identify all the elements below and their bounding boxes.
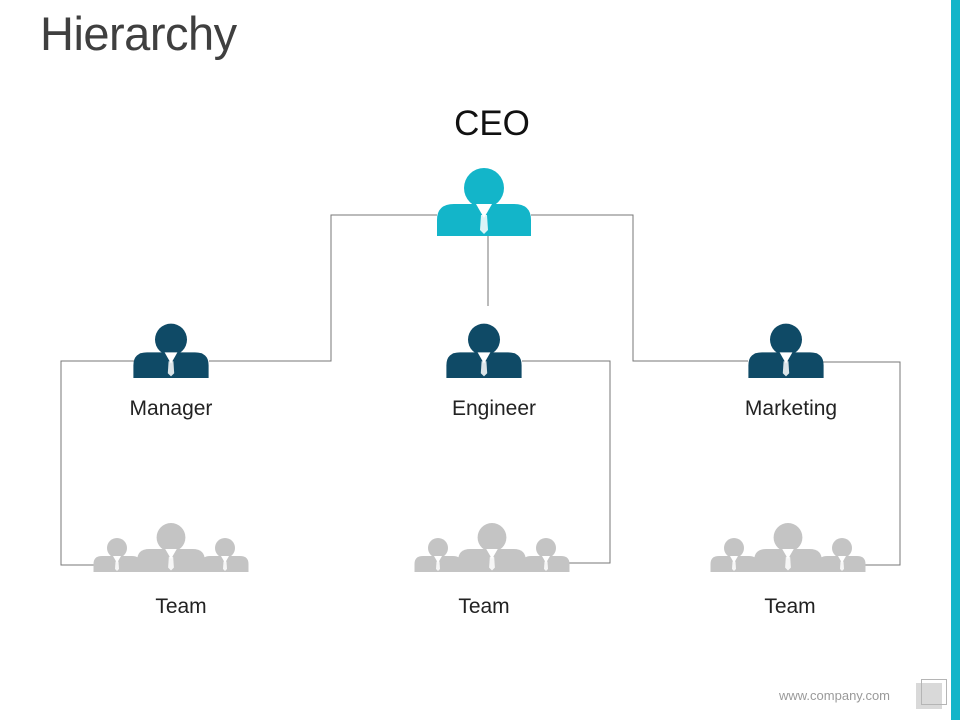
connector-ceo-marketing xyxy=(531,214,748,362)
manager-team-label: Team xyxy=(155,595,207,618)
engineer-label: Engineer xyxy=(451,397,537,420)
footer-url: www.company.com xyxy=(778,688,890,703)
ceo-person-icon xyxy=(437,168,531,236)
engineer-team-label: Team xyxy=(458,595,510,618)
manager-label: Manager xyxy=(129,397,213,420)
manager-person-icon xyxy=(133,323,209,378)
manager-team-icon xyxy=(94,523,249,572)
connector-lines xyxy=(60,214,901,566)
engineer-person-icon xyxy=(446,323,522,378)
ceo-label: CEO xyxy=(454,104,530,143)
slide-corner-frame xyxy=(921,679,947,705)
connector-marketing-team xyxy=(823,361,901,566)
marketing-label: Marketing xyxy=(744,397,838,420)
accent-bar xyxy=(951,0,960,720)
marketing-team-icon xyxy=(711,523,866,572)
slide-title: Hierarchy xyxy=(40,7,237,60)
connector-manager-team xyxy=(60,360,134,566)
marketing-team-label: Team xyxy=(764,595,816,618)
engineer-team-icon xyxy=(415,523,570,572)
connector-ceo-manager xyxy=(209,214,437,362)
marketing-person-icon xyxy=(748,323,824,378)
connector-engineer-team xyxy=(522,360,611,564)
